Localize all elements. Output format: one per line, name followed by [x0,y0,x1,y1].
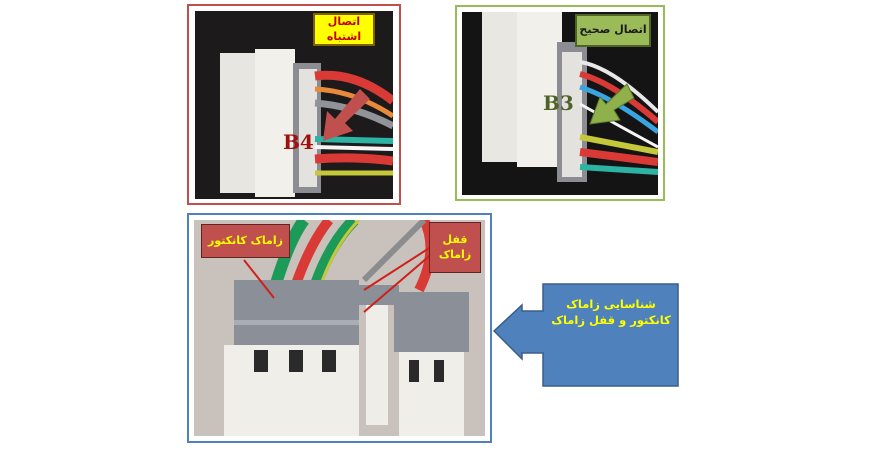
latch-figure: زاماک کانکتور قفل زاماک [187,213,492,443]
left-arrow-shape [493,283,679,387]
callout-text: شناسایی زاماک کانکتور و قفل زاماک [551,297,671,327]
wrong-connection-figure: اتصال اشتباه B4 [187,4,401,205]
pin-label-b3: B3 [543,91,574,115]
callout-arrow: شناسایی زاماک کانکتور و قفل زاماک [493,283,680,388]
correct-connection-photo [462,12,658,195]
correct-connection-label: اتصال صحیح [575,14,651,47]
pin-label-b4: B4 [283,130,314,154]
correct-connection-figure: اتصال صحیح B3 [455,5,665,201]
latch-lock-label: قفل زاماک [429,222,481,273]
arrow-icon [589,83,635,125]
wrong-connection-label: اتصال اشتباه [313,13,375,46]
arrow-icon [323,89,370,141]
connector-latch-label: زاماک کانکتور [201,224,290,258]
